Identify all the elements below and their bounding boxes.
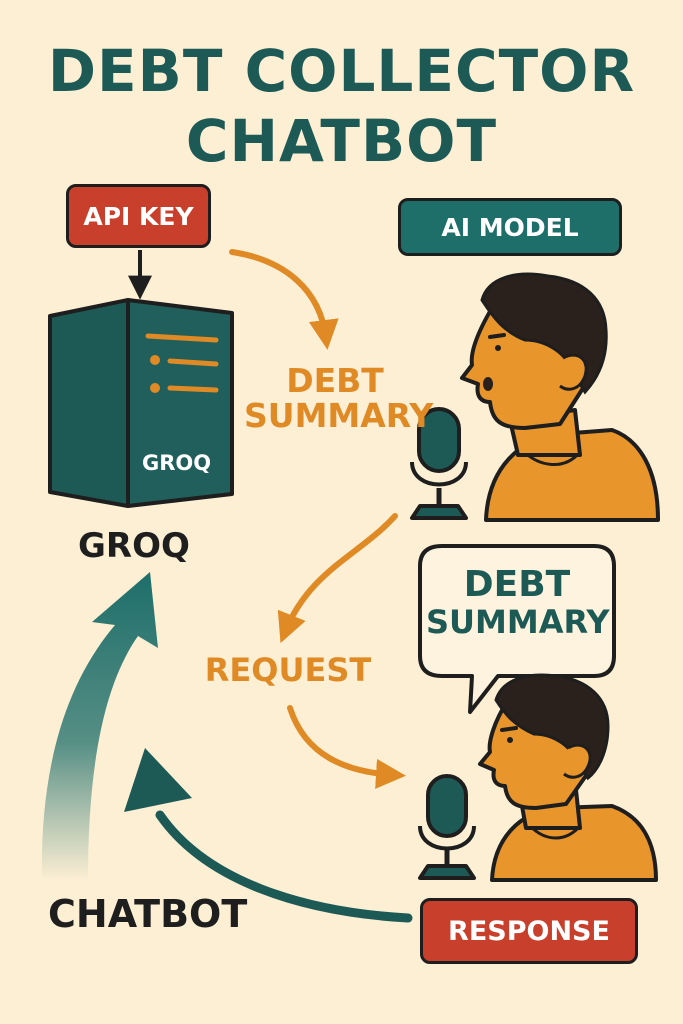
arrow-to-debt-summary [229, 249, 339, 350]
arrow-to-request [277, 513, 398, 644]
flow-label-debt-summary: DEBT SUMMARY [244, 361, 434, 435]
api-key-box: API KEY [66, 184, 211, 248]
microphone-icon-bottom [418, 774, 476, 880]
speech-bubble-text: DEBT SUMMARY [426, 564, 610, 641]
ai-model-label: AI MODEL [441, 212, 579, 242]
server-icon [48, 298, 234, 508]
page-title-line1: DEBT COLLECTOR [47, 37, 636, 105]
ai-model-box: AI MODEL [398, 198, 622, 256]
microphone-icon-top [410, 407, 468, 520]
person-speaking-bottom [478, 673, 658, 882]
speech-bubble-line2: SUMMARY [426, 602, 610, 641]
flow-label-debt-summary-line1: DEBT [286, 361, 384, 400]
arrow-request-to-person [287, 705, 406, 789]
flow-label-debt-summary-line2: SUMMARY [244, 395, 434, 435]
speech-bubble-line1: DEBT [463, 564, 571, 605]
response-label: RESPONSE [448, 915, 610, 947]
page-title-line2: CHATBOT [185, 107, 498, 175]
person-speaking-top [460, 272, 660, 522]
flow-label-request: REQUEST [204, 651, 372, 689]
arrow-response-to-chatbot [124, 748, 413, 923]
chatbot-caption: CHATBOT [48, 892, 248, 936]
server-face-label: GROQ [142, 451, 212, 475]
response-box: RESPONSE [420, 898, 638, 964]
server-caption: GROQ [78, 526, 190, 566]
speech-bubble [418, 544, 616, 714]
arrow-chatbot-to-groq [41, 572, 158, 880]
api-key-label: API KEY [83, 201, 194, 231]
